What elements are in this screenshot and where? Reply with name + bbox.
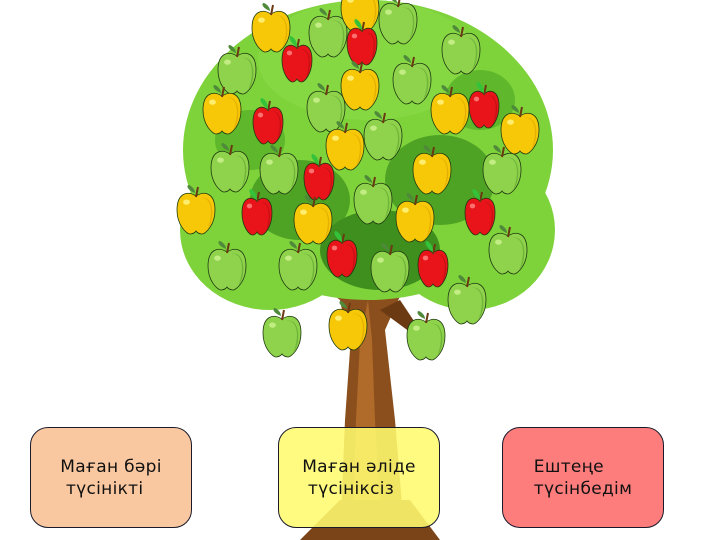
green-apple-icon [482,145,522,195]
yellow-apple-icon [328,301,368,351]
green-apple-icon [308,8,348,58]
green-apple-icon [217,45,257,95]
red-apple-icon [241,189,273,236]
option-understood-button[interactable]: Маған бәрі түсінікті [30,427,192,528]
green-apple-icon [447,275,487,325]
yellow-apple-icon [430,85,470,135]
yellow-apple-icon [340,0,380,33]
yellow-apple-icon [176,185,216,235]
green-apple-icon [441,25,481,75]
green-apple-icon [210,143,250,193]
yellow-apple-icon [293,195,333,245]
yellow-apple-icon [500,105,540,155]
green-apple-icon [353,175,393,225]
green-apple-icon [306,83,346,133]
green-apple-icon [207,241,247,291]
green-apple-icon [378,0,418,45]
yellow-apple-icon [251,3,291,53]
green-apple-icon [259,145,299,195]
yellow-apple-icon [202,85,242,135]
green-apple-icon [262,308,302,358]
option-not-understood-label: Ештеңе түсінбедім [533,456,633,499]
red-apple-icon [326,231,358,278]
green-apple-icon [278,241,318,291]
option-understood-label: Маған бәрі түсінікті [60,456,162,499]
green-apple-icon [363,111,403,161]
green-apple-icon [370,243,410,293]
green-apple-icon [406,311,446,361]
red-apple-icon [417,241,449,288]
option-still-unclear-button[interactable]: Маған әліде түсініксіз [278,427,440,528]
red-apple-icon [346,19,378,66]
yellow-apple-icon [395,193,435,243]
yellow-apple-icon [325,121,365,171]
green-apple-icon [488,225,528,275]
red-apple-icon [252,98,284,145]
yellow-apple-icon [412,145,452,195]
red-apple-icon [303,154,335,201]
option-still-unclear-label: Маған әліде түсініксіз [302,456,416,499]
red-apple-icon [464,189,496,236]
red-apple-icon [468,82,500,129]
option-not-understood-button[interactable]: Ештеңе түсінбедім [502,427,664,528]
red-apple-icon [281,36,313,83]
green-apple-icon [392,55,432,105]
apples-group [176,0,540,361]
yellow-apple-icon [340,61,380,111]
